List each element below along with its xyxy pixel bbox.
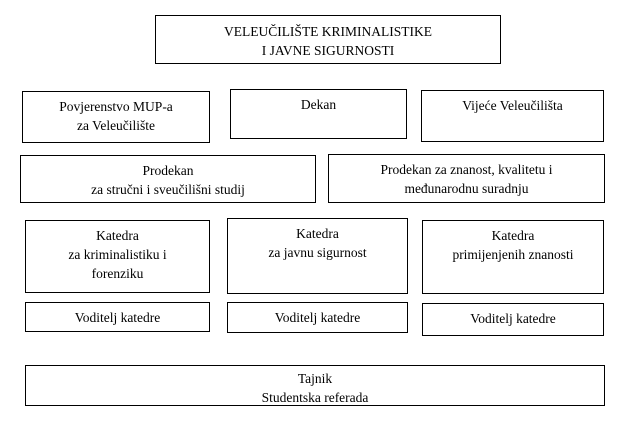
org-box-voditelj-katedre-1: Voditelj katedre <box>25 302 210 332</box>
org-box-povjerenstvo-mupa: Povjerenstvo MUP-a za Veleučilište <box>22 91 210 143</box>
org-box-tajnik-studentska-referada: Tajnik Studentska referada <box>25 365 605 406</box>
org-box-vijece-veleucilista: Vijeće Veleučilišta <box>421 90 604 142</box>
box-text-line: VELEUČILIŠTE KRIMINALISTIKE <box>223 24 433 39</box>
box-text-line: Voditelj katedre <box>74 310 161 325</box>
box-text-line: Studentska referada <box>261 390 369 405</box>
org-box-voditelj-katedre-3: Voditelj katedre <box>422 303 604 336</box>
box-text-line: Tajnik <box>297 371 333 386</box>
org-box-voditelj-katedre-2: Voditelj katedre <box>227 302 408 333</box>
box-text-line: Katedra <box>296 226 339 241</box>
org-box-katedra-kriminalistika-forenzika: Katedra za kriminalistiku i forenziku <box>25 220 210 293</box>
box-text-line: za stručni i sveučilišni studij <box>91 182 245 197</box>
org-box-prodekan-strucni-studij: Prodekan za stručni i sveučilišni studij <box>20 155 316 203</box>
box-text-line: za javnu sigurnost <box>268 245 367 260</box>
box-text-line: Prodekan <box>142 163 194 178</box>
box-text-line: Katedra <box>96 228 139 243</box>
org-box-veleuciliste-title: VELEUČILIŠTE KRIMINALISTIKE I JAVNE SIGU… <box>155 15 501 64</box>
box-text-line: Vijeće Veleučilišta <box>462 98 563 113</box>
org-box-katedra-primijenjene-znanosti: Katedra primijenjenih znanosti <box>422 220 604 294</box>
box-text-line: primijenjenih znanosti <box>452 247 574 262</box>
box-text-line: forenziku <box>91 266 144 281</box>
box-text-line: I JAVNE SIGURNOSTI <box>261 43 395 58</box>
box-text-line: Prodekan za znanost, kvalitetu i <box>380 162 553 177</box>
org-box-katedra-javna-sigurnost: Katedra za javnu sigurnost <box>227 218 408 294</box>
box-text-line: Povjerenstvo MUP-a <box>59 99 173 114</box>
box-text-line: Dekan <box>300 97 337 112</box>
box-text-line: za kriminalistiku i <box>68 247 167 262</box>
org-box-prodekan-znanost: Prodekan za znanost, kvalitetu i međunar… <box>328 154 605 203</box>
org-box-dekan: Dekan <box>230 89 407 139</box>
box-text-line: Voditelj katedre <box>470 311 556 326</box>
box-text-line: međunarodnu suradnju <box>404 181 529 196</box>
box-text-line: Katedra <box>491 228 535 243</box>
box-text-line: za Veleučilište <box>76 118 156 133</box>
box-text-line: Voditelj katedre <box>274 310 361 325</box>
